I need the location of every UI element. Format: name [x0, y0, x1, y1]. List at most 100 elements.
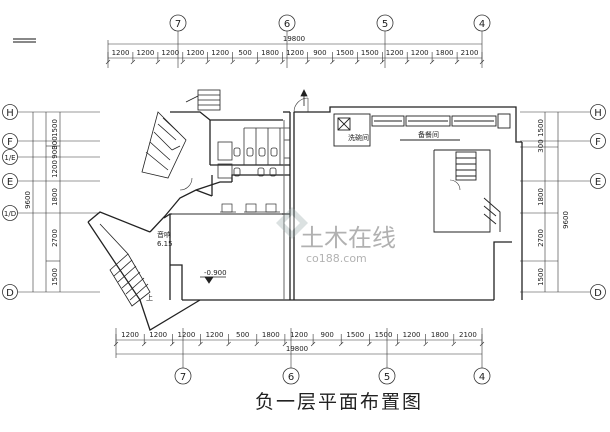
bottom-dim-slash [395, 341, 400, 347]
bottom-dim-slash [170, 341, 175, 347]
left-dim-2: 300 [51, 136, 59, 149]
top-total-dimension: 19800 [283, 35, 305, 43]
drawing-mark [13, 38, 36, 43]
right-axis-f: F [595, 137, 601, 148]
building-walls [87, 106, 523, 331]
left-axis-1d: 1/D [4, 210, 16, 218]
right-dim-1: 1500 [537, 119, 545, 137]
top-dim-label: 1200 [386, 49, 404, 57]
top-dim-slash [130, 59, 136, 65]
top-dim-label: 900 [313, 49, 326, 57]
bottom-dim-label: 900 [321, 331, 334, 339]
top-dim-slash [180, 59, 186, 65]
top-axis-4: 4 [479, 19, 485, 30]
bottom-dim-label: 1800 [431, 331, 449, 339]
bottom-dim-slash [451, 341, 457, 347]
left-dim-4: 1200 [51, 160, 59, 178]
bottom-axis-6: 6 [288, 372, 294, 383]
bottom-dim-slash [338, 341, 344, 347]
left-axis-e: E [7, 177, 13, 188]
inner-stair-room [433, 149, 501, 233]
top-dim-label: 2100 [461, 49, 479, 57]
watermark-logo [276, 207, 308, 239]
top-axis-7: 7 [175, 19, 181, 30]
bottom-dim-label: 2100 [459, 331, 477, 339]
top-dim-label: 1800 [261, 49, 279, 57]
right-total-dimension: 9600 [562, 211, 570, 229]
top-dim-slash [404, 59, 410, 65]
bottom-dim-slash [198, 341, 203, 347]
stair-up-label-lower: 上 [146, 293, 153, 302]
bottom-dimension-labels: 1200 1200 1200 1200 500 1800 1200 900 1500 1500 12… [121, 331, 477, 339]
right-dim-2: 300 [537, 139, 545, 152]
top-axis-6: 6 [284, 19, 290, 30]
top-dim-slash [454, 59, 460, 65]
top-dim-slash [155, 59, 161, 65]
top-dim-slash [205, 59, 210, 65]
top-dimension-ticks [105, 52, 485, 65]
top-axis-5: 5 [382, 19, 388, 30]
drawing-title: 负一层平面布置图 [255, 391, 423, 413]
top-dim-slash [105, 59, 111, 65]
top-dim-slash [255, 59, 260, 65]
bottom-dim-label: 1200 [121, 331, 139, 339]
bottom-dim-slash [479, 341, 485, 347]
watermark-name: 土木在线 [300, 224, 396, 252]
bottom-dim-label: 1500 [346, 331, 364, 339]
bottom-dim-label: 1200 [177, 331, 195, 339]
left-axis-h: H [6, 108, 14, 119]
bottom-total-dimension: 19800 [286, 345, 308, 353]
diagonal-stair-lower [99, 223, 151, 307]
right-axis-e: E [595, 177, 601, 188]
bottom-dim-label: 1200 [206, 331, 224, 339]
left-axis-bubbles [2, 104, 18, 300]
door-arrow [300, 89, 308, 106]
top-dim-slash [330, 59, 335, 65]
bottom-axis-bubbles [174, 367, 491, 385]
small-stair-top [185, 89, 221, 111]
top-dim-label: 1200 [286, 49, 304, 57]
left-axis-d: D [6, 288, 14, 299]
top-axis-bubbles [169, 14, 491, 32]
bottom-dim-slash [226, 341, 231, 347]
top-dim-slash [429, 59, 435, 65]
left-axis-1e: 1/E [4, 154, 15, 162]
top-dim-label: 1200 [136, 49, 154, 57]
top-dim-slash [280, 59, 285, 65]
right-dim-4: 2700 [537, 229, 545, 247]
bottom-dim-slash [113, 341, 119, 347]
bottom-dim-slash [423, 341, 428, 347]
room-audio-level: 6.15 [157, 240, 173, 248]
top-dim-label: 1800 [436, 49, 454, 57]
right-axis-d: D [594, 288, 602, 299]
room-audio: 音响 [157, 230, 171, 239]
right-axis-h: H [594, 108, 602, 119]
top-dim-label: 1500 [336, 49, 354, 57]
level-mark-symbol [200, 276, 226, 284]
level-mark-value: -0.900 [204, 269, 227, 277]
top-dim-label: 1200 [112, 49, 130, 57]
bottom-dim-label: 500 [236, 331, 249, 339]
bottom-dim-label: 1200 [290, 331, 308, 339]
watermark: 土木在线 co188.com [276, 207, 396, 265]
top-dim-label: 1500 [361, 49, 379, 57]
top-dim-label: 1200 [211, 49, 229, 57]
left-dim-7: 1500 [51, 268, 59, 286]
top-dim-slash [380, 59, 385, 65]
door-swings [179, 97, 461, 191]
left-dim-1: 1500 [51, 119, 59, 137]
right-dimension-chain [520, 111, 590, 293]
bottom-dim-label: 1200 [403, 331, 421, 339]
top-dim-slash [305, 59, 310, 65]
kitchen-fixtures [333, 113, 511, 147]
top-dim-label: 500 [238, 49, 251, 57]
right-dim-5: 1500 [537, 268, 545, 286]
bottom-dim-label: 1500 [375, 331, 393, 339]
bottom-dim-label: 1200 [149, 331, 167, 339]
watermark-url: co188.com [306, 252, 367, 265]
right-axis-bubbles [590, 104, 606, 300]
bottom-dim-label: 1800 [262, 331, 280, 339]
curved-stair-upper [141, 111, 187, 179]
